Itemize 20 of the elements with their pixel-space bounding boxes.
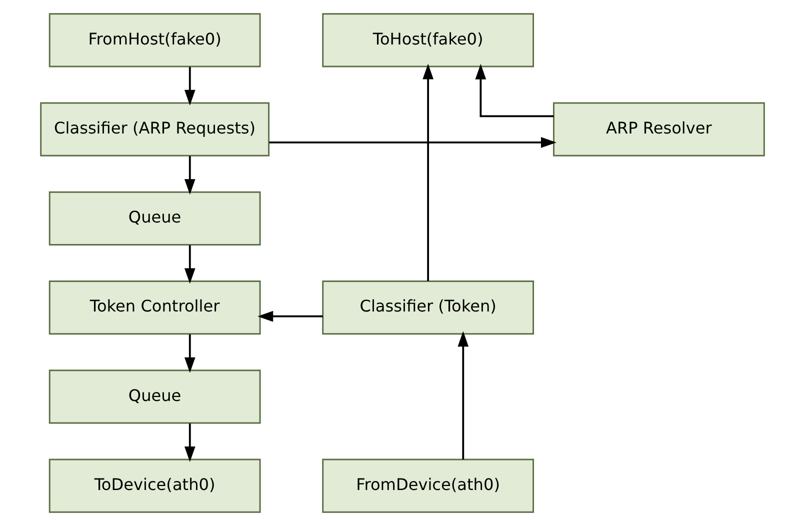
node-box: Queue bbox=[48, 370, 261, 424]
node-box: Classifier (ARP Requests) bbox=[40, 102, 270, 156]
arrow bbox=[475, 64, 554, 118]
arrow bbox=[184, 156, 196, 195]
node-box: ARP Resolver bbox=[553, 102, 765, 156]
arrow bbox=[422, 64, 434, 281]
node-box: Classifier (Token) bbox=[322, 280, 534, 335]
arrow bbox=[184, 245, 196, 284]
arrow bbox=[184, 66, 196, 106]
arrow bbox=[258, 310, 323, 322]
arrow bbox=[269, 137, 556, 148]
node-box: ToHost(fake0) bbox=[322, 13, 534, 68]
node-box: FromDevice(ath0) bbox=[322, 458, 534, 513]
arrow bbox=[184, 423, 196, 462]
arrow bbox=[184, 334, 196, 373]
node-box: Token Controller bbox=[48, 280, 261, 335]
node-box: FromHost(fake0) bbox=[48, 13, 261, 68]
node-box: ToDevice(ath0) bbox=[48, 458, 261, 513]
node-box: Queue bbox=[48, 191, 261, 246]
arrow bbox=[458, 331, 469, 460]
